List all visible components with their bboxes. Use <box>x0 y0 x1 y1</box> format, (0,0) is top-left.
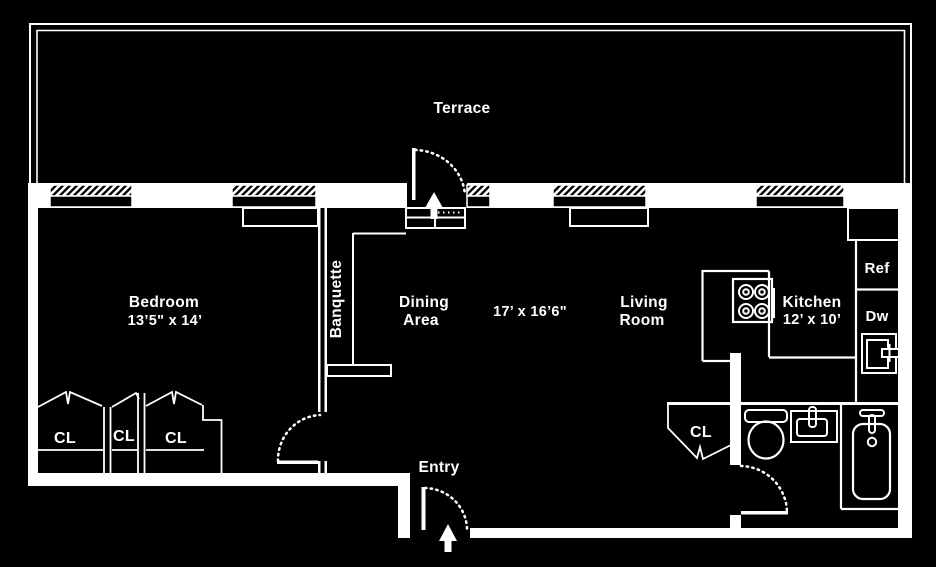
dishwasher-label: Dw <box>865 308 888 325</box>
entry-jog-wall <box>398 473 410 538</box>
entry-door-swing <box>423 486 469 531</box>
dining-label-line2: Area <box>403 312 439 329</box>
closet-label-1: CL <box>54 430 76 447</box>
dining-label-line1: Dining <box>399 294 449 311</box>
dishwasher-icon <box>861 333 900 374</box>
terrace-door-leaf <box>412 148 416 200</box>
window <box>49 184 133 208</box>
kitchen-counter <box>701 240 898 403</box>
entry-label: Entry <box>418 459 459 476</box>
closet-label-bath: CL <box>690 424 712 441</box>
window <box>231 184 317 208</box>
banquette-label: Banquette <box>328 260 345 339</box>
window <box>755 184 845 208</box>
closet-return-wall <box>202 405 223 477</box>
terrace-door-swing <box>413 148 467 197</box>
banquette-partition <box>318 208 327 473</box>
closet-divider-2 <box>137 393 146 473</box>
bathroom-wall-upper <box>730 353 741 465</box>
living-label-line1: Living <box>620 294 667 311</box>
left-wall <box>28 183 38 486</box>
window <box>552 184 647 208</box>
sink-icon <box>790 406 838 443</box>
closet-label-2: CL <box>113 428 135 445</box>
kitchen-label: Kitchen <box>783 294 842 311</box>
toilet-icon <box>744 409 788 460</box>
window <box>466 184 491 208</box>
closet-label-3: CL <box>165 430 187 447</box>
living-label-line2: Room <box>619 312 664 329</box>
closet-rod-2 <box>111 391 140 408</box>
main-area-dims: 17’ x 16’6" <box>493 304 567 320</box>
tub-alcove-wall <box>839 405 898 511</box>
top-right-closet <box>847 207 900 241</box>
bedroom-label: Bedroom <box>129 294 199 311</box>
bottom-wall-right <box>470 528 912 538</box>
hvac-unit <box>569 207 649 227</box>
kitchen-dims: 12’ x 10’ <box>783 312 841 328</box>
terrace-railing <box>29 23 912 186</box>
hvac-units <box>242 207 900 241</box>
entry-arrow-icon <box>439 524 457 552</box>
bathroom-door-swing <box>739 464 789 514</box>
closet-rod-3 <box>145 390 203 407</box>
bathroom-wall-lower <box>730 515 741 528</box>
entry-door <box>421 486 469 531</box>
bedroom-door-leaf <box>277 460 318 464</box>
terrace-entry-arrow-icon <box>425 192 443 219</box>
bathroom-closet-rod <box>667 404 732 461</box>
kitchen-column <box>854 240 898 403</box>
bathtub-icon <box>851 409 892 501</box>
bathroom <box>667 402 898 511</box>
windows <box>49 184 845 208</box>
entry-door-leaf <box>421 487 426 530</box>
walls <box>28 183 912 538</box>
banquette-bench <box>326 232 406 377</box>
stove-icon <box>731 277 775 324</box>
bedroom-dims: 13’5" x 14’ <box>128 313 203 329</box>
closet-rod-1 <box>37 390 103 408</box>
refrigerator-label: Ref <box>864 260 890 277</box>
top-wall-right <box>467 183 912 208</box>
bedroom-door <box>276 413 322 464</box>
bedroom-closets <box>37 390 223 477</box>
right-wall <box>898 183 912 538</box>
terrace-label: Terrace <box>434 100 491 117</box>
bathroom-door-leaf <box>741 511 788 515</box>
bedroom-door-swing <box>276 413 322 463</box>
closet-divider-1 <box>103 407 112 473</box>
bottom-wall-left <box>28 473 410 486</box>
terrace-door <box>412 148 467 200</box>
hvac-unit <box>242 207 319 227</box>
bathroom-door <box>739 464 789 515</box>
